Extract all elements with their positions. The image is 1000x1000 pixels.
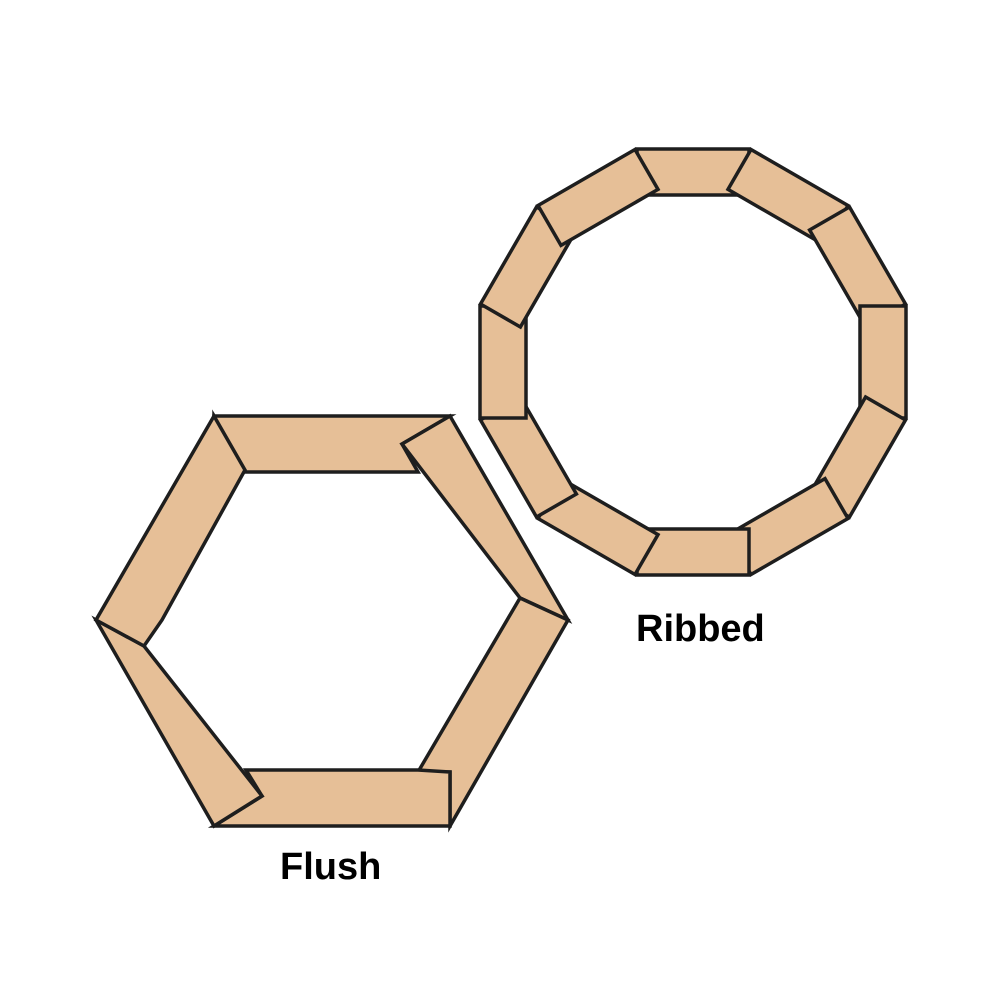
ribbed-stave-10 — [478, 304, 528, 420]
ribbed-stave-9 — [478, 394, 579, 520]
ribbed-dodecagon-assembly — [478, 147, 908, 577]
ribbed-stave-11 — [478, 204, 579, 330]
ribbed-stave-4 — [858, 304, 908, 420]
flush-hexagon-assembly — [91, 409, 573, 833]
ribbed-stave-12 — [535, 147, 661, 248]
flush-stave-7 — [93, 412, 248, 649]
ribbed-stave-6 — [725, 476, 851, 577]
ribbed-stave-3 — [807, 204, 908, 330]
ribbed-stave-2 — [725, 147, 851, 248]
ribbed-label: Ribbed — [636, 608, 765, 650]
flush-label: Flush — [280, 846, 382, 888]
flush-stave-6 — [91, 615, 265, 829]
ribbed-stave-8 — [535, 476, 661, 577]
ribbed-stave-5 — [807, 394, 908, 520]
ribbed-stave-7 — [635, 527, 751, 577]
